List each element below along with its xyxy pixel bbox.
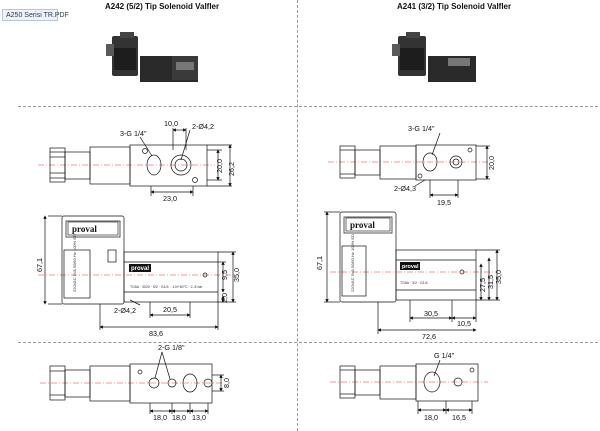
right-side-d2: 31,5	[486, 275, 495, 289]
left-side-d1: 35,0	[232, 268, 241, 282]
left-top-d-bottom: 23,0	[163, 194, 177, 203]
left-top-holes: 2-Ø4,2	[192, 122, 214, 131]
right-bottom-port-label: G 1/4"	[434, 351, 455, 360]
right-side-length: 72,6	[422, 332, 436, 341]
left-bottom-port-label: 2-G 1/8"	[158, 343, 185, 352]
left-bottom-d-right: 8,0	[222, 378, 231, 388]
left-bottom-d3: 13,0	[192, 413, 206, 422]
row-divider-2	[18, 342, 598, 343]
left-label-text: TG6A · 3020 · 5/2 · G1/4 · -10/+60°C · 2…	[130, 285, 203, 289]
right-top-port-label: 3-G 1/4"	[408, 124, 435, 133]
right-top-d-h: 20,0	[487, 156, 496, 170]
left-side-holes: 2-Ø4,2	[114, 306, 136, 315]
document-tab[interactable]: A250 Serisi TR.PDF	[2, 9, 69, 21]
left-side-view	[38, 215, 236, 330]
left-side-d4: 20,5	[163, 305, 177, 314]
left-top-view	[38, 128, 232, 196]
right-bottom-d1: 18,0	[424, 413, 438, 422]
right-body-brand-text: proval	[402, 264, 419, 270]
left-side-d2: 9,5	[220, 270, 229, 280]
left-side-d3: 2,0	[220, 293, 229, 303]
left-bottom-d1: 18,0	[153, 413, 167, 422]
right-title: A241 (3/2) Tip Solenoid Valfler	[397, 2, 512, 11]
right-side-d3: 27,5	[478, 278, 487, 292]
left-top-d-h2: 26,2	[227, 162, 236, 176]
row-divider-1	[18, 106, 598, 107]
left-top-port-label: 3-G 1/4"	[120, 129, 147, 138]
right-bottom-d2: 16,5	[452, 413, 466, 422]
right-coil-text: 220VAC 5VA 50/60 Hz 100% ED	[350, 234, 355, 292]
right-label-text: TG6A · 3/2 · G1/4	[400, 281, 428, 285]
left-brand: proval	[72, 224, 97, 234]
right-brand: proval	[350, 220, 375, 230]
left-valve-photo	[106, 32, 198, 82]
column-divider	[297, 0, 298, 431]
right-brand-plate	[345, 217, 391, 232]
left-side-height: 67,1	[35, 258, 44, 272]
right-valve-photo	[392, 32, 476, 82]
left-bottom-d2: 18,0	[172, 413, 186, 422]
left-bottom-view	[40, 351, 224, 414]
left-body-brand-text: proval	[131, 266, 149, 272]
right-top-view	[328, 132, 490, 198]
left-title: A242 (5/2) Tip Solenoid Valfler	[105, 2, 220, 11]
left-top-d-top: 10,0	[164, 119, 178, 128]
right-top-holes: 2-Ø4,3	[394, 184, 416, 193]
right-side-d1: 35,0	[494, 270, 503, 284]
right-body-brand	[400, 262, 420, 270]
right-side-d4: 30,5	[424, 309, 438, 318]
left-body-brand	[129, 264, 151, 272]
left-side-length: 83,6	[149, 329, 163, 338]
left-top-d-h1: 20,0	[215, 159, 224, 173]
right-side-height: 67,1	[315, 256, 324, 270]
right-side-view	[324, 211, 500, 334]
right-bottom-view	[330, 359, 488, 414]
right-side-d5: 10,5	[457, 319, 471, 328]
right-top-d-bottom: 19,5	[437, 198, 451, 207]
left-coil-text: 220VAC 5VA 50/60 Hz 100% ED	[72, 234, 77, 292]
left-brand-plate	[67, 221, 119, 236]
